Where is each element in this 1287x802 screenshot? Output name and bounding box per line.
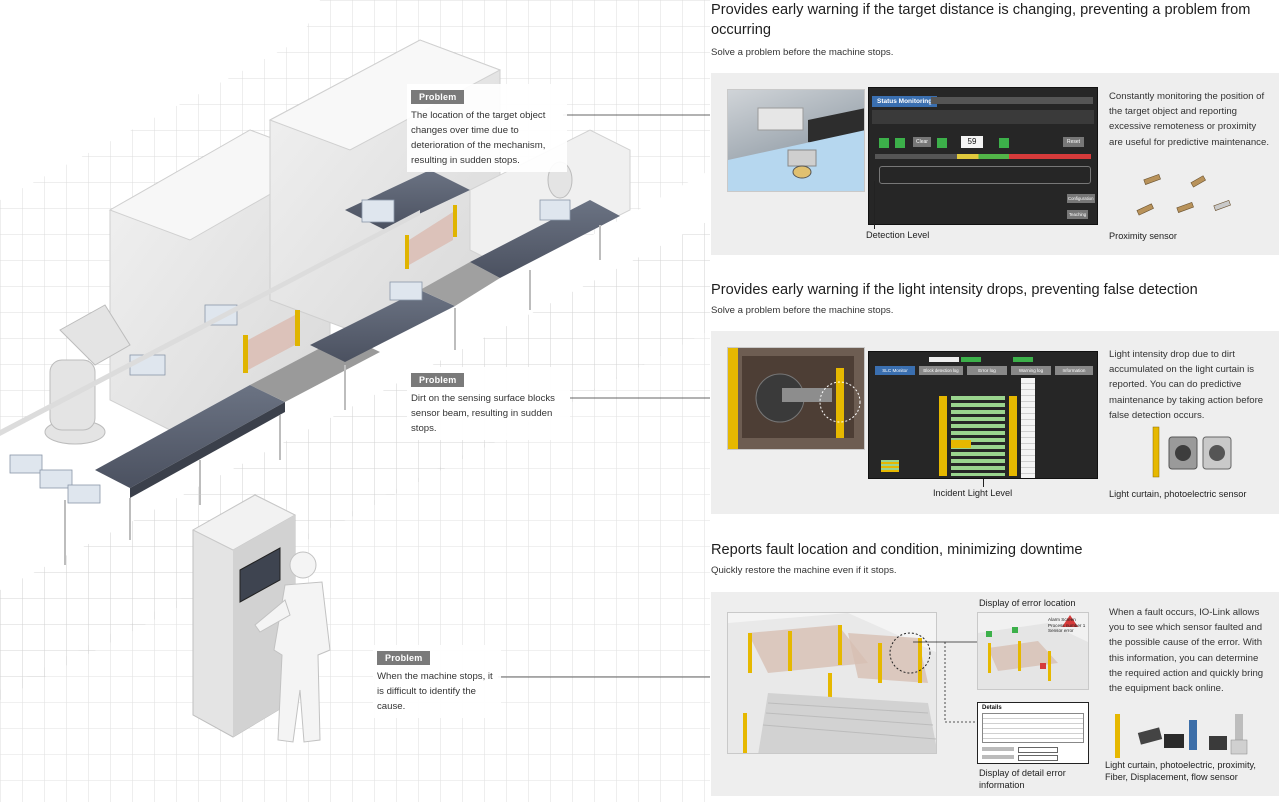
section-subtitle: Quickly restore the machine even if it s… (711, 565, 897, 576)
slc-monitor-screen: SLC Monitor Block detection log Error lo… (868, 351, 1098, 479)
sensor-label: Light curtain, photoelectric sensor (1109, 489, 1247, 499)
worker (254, 551, 331, 743)
factory-illustration: Problem The location of the target objec… (0, 0, 710, 802)
error-detail-caption: Display of detail error information (979, 768, 1066, 790)
tab-slc-monitor[interactable]: SLC Monitor (875, 366, 915, 375)
factory-scene (0, 0, 710, 802)
incident-light-level-caption: Incident Light Level (933, 488, 1013, 498)
control-cabinet (191, 494, 297, 738)
problem-tag: Problem (411, 90, 465, 104)
error-location-screen: Alarm Screen Process number 1 Sensor err… (977, 612, 1089, 690)
light-curtain-photo (727, 347, 865, 450)
detection-level-value: 59 (961, 136, 983, 148)
light-curtain-sensor-image (1152, 426, 1232, 478)
production-line-illustration (727, 612, 937, 754)
sensor-label: Proximity sensor (1109, 231, 1177, 241)
problem-callout-2: Problem Dirt on the sensing surface bloc… (407, 367, 570, 440)
section-panel-distance: Status Monitoring Clear 59 Reset Configu… (711, 73, 1279, 255)
error-location-caption: Display of error location (979, 598, 1076, 608)
problem-text: The location of the target object change… (411, 110, 546, 166)
robot-arm (44, 161, 573, 445)
section-panel-fault: Display of error location Alarm Screen P… (711, 592, 1279, 796)
section-title-fault-location: Reports fault location and condition, mi… (711, 542, 1083, 558)
connector-lines (913, 641, 977, 723)
section-subtitle: Solve a problem before the machine stops… (711, 305, 894, 316)
details-title: Details (982, 705, 1002, 711)
configuration-button[interactable]: Configuration (1067, 194, 1095, 203)
detection-level-bar (875, 154, 1091, 159)
tab-block-detection-log[interactable]: Block detection log (919, 366, 963, 375)
screen-header: Status Monitoring (872, 96, 938, 107)
status-monitoring-screen: Status Monitoring Clear 59 Reset Configu… (868, 87, 1098, 225)
problem-tag: Problem (411, 373, 465, 387)
problem-text: Dirt on the sensing surface blocks senso… (411, 393, 555, 434)
reset-button[interactable]: Reset (1063, 137, 1085, 147)
light-curtain (243, 205, 457, 373)
front-fence (0, 330, 710, 802)
section-description: Light intensity drop due to dirt accumul… (1109, 349, 1264, 421)
incident-light-bars (951, 396, 1005, 476)
problem-callout-3: Problem When the machine stops, it is di… (373, 645, 501, 718)
tab-warning-log[interactable]: Warning log (1011, 366, 1051, 375)
problem-tag: Problem (377, 651, 431, 665)
problem-callout-1: Problem The location of the target objec… (407, 84, 567, 172)
section-title-distance: Provides early warning if the target dis… (711, 2, 1251, 38)
proximity-sensor-image (1136, 173, 1231, 216)
detection-level-caption: Detection Level (866, 230, 930, 240)
sensor-lineup-image (1115, 714, 1248, 758)
sensor-label: Light curtain, photoelectric, proximity,… (1105, 760, 1256, 782)
section-title-light-intensity: Provides early warning if the light inte… (711, 282, 1198, 298)
proximity-sensor-photo (727, 89, 865, 192)
teaching-button[interactable]: Teaching (1067, 210, 1089, 219)
clear-button[interactable]: Clear (913, 137, 931, 147)
section-description: Constantly monitoring the position of th… (1109, 91, 1269, 148)
problem-text: When the machine stops, it is difficult … (377, 671, 493, 712)
error-detail-screen: Details (977, 702, 1089, 764)
tab-information[interactable]: Information (1055, 366, 1093, 375)
section-description: When a fault occurs, IO-Link allows you … (1109, 607, 1264, 695)
section-subtitle: Solve a problem before the machine stops… (711, 47, 894, 58)
alarm-text: Alarm Screen Process number 1 Sensor err… (1048, 617, 1086, 634)
section-panel-light: SLC Monitor Block detection log Error lo… (711, 331, 1279, 514)
tab-error-log[interactable]: Error log (967, 366, 1007, 375)
